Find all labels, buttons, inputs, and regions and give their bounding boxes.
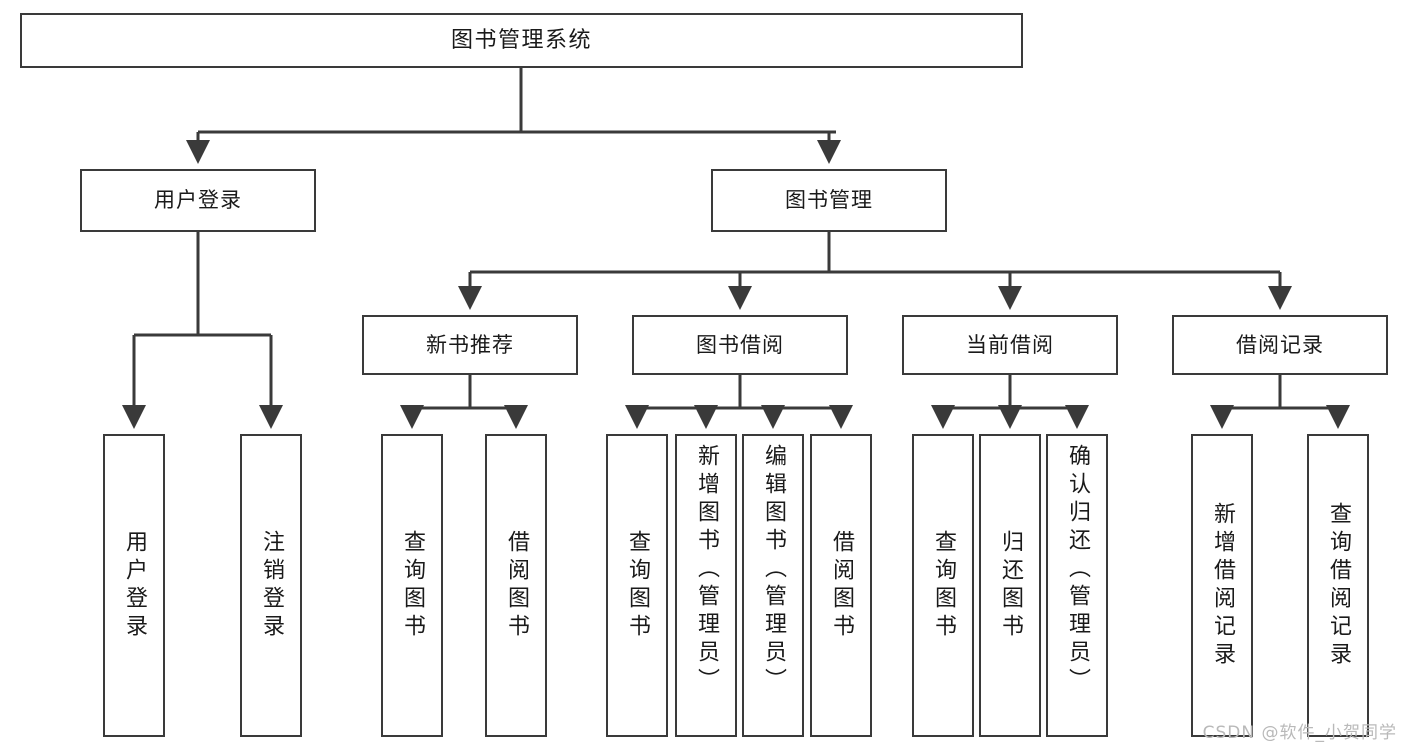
leaf-query-book-1[interactable]: 查询图书 — [381, 434, 443, 737]
leaf-user-logout[interactable]: 注销登录 — [240, 434, 302, 737]
node-borrow-record[interactable]: 借阅记录 — [1172, 315, 1388, 375]
leaf-query-record[interactable]: 查询借阅记录 — [1307, 434, 1369, 737]
node-book-borrow-label: 图书借阅 — [696, 332, 784, 357]
node-root-label: 图书管理系统 — [450, 27, 592, 53]
leaf-borrow-book-1[interactable]: 借阅图书 — [485, 434, 547, 737]
leaf-edit-book-label: 编辑图书（管理员） — [761, 444, 786, 696]
leaf-query-book-2-label: 查询图书 — [625, 529, 650, 642]
leaf-borrow-book-2[interactable]: 借阅图书 — [810, 434, 872, 737]
leaf-confirm-return[interactable]: 确认归还（管理员） — [1046, 434, 1108, 737]
leaf-query-record-label: 查询借阅记录 — [1326, 501, 1351, 670]
leaf-return-book-label: 归还图书 — [998, 529, 1023, 642]
node-user-login[interactable]: 用户登录 — [80, 169, 316, 232]
leaf-user-login-label: 用户登录 — [122, 529, 147, 642]
leaf-query-book-1-label: 查询图书 — [400, 529, 425, 642]
leaf-query-book-2[interactable]: 查询图书 — [606, 434, 668, 737]
leaf-user-logout-label: 注销登录 — [259, 529, 284, 642]
leaf-query-book-3[interactable]: 查询图书 — [912, 434, 974, 737]
leaf-edit-book[interactable]: 编辑图书（管理员） — [742, 434, 804, 737]
node-new-book-recommend-label: 新书推荐 — [426, 332, 514, 357]
node-current-borrow-label: 当前借阅 — [966, 332, 1054, 357]
leaf-user-login[interactable]: 用户登录 — [103, 434, 165, 737]
leaf-add-record-label: 新增借阅记录 — [1210, 501, 1235, 670]
leaf-add-book[interactable]: 新增图书（管理员） — [675, 434, 737, 737]
node-book-manage-label: 图书管理 — [785, 188, 873, 213]
leaf-return-book[interactable]: 归还图书 — [979, 434, 1041, 737]
node-current-borrow[interactable]: 当前借阅 — [902, 315, 1118, 375]
leaf-add-book-label: 新增图书（管理员） — [694, 444, 719, 696]
leaf-add-record[interactable]: 新增借阅记录 — [1191, 434, 1253, 737]
leaf-borrow-book-2-label: 借阅图书 — [829, 529, 854, 642]
node-user-login-label: 用户登录 — [154, 188, 242, 213]
node-book-manage[interactable]: 图书管理 — [711, 169, 947, 232]
leaf-confirm-return-label: 确认归还（管理员） — [1065, 444, 1090, 696]
node-borrow-record-label: 借阅记录 — [1236, 332, 1324, 357]
node-book-borrow[interactable]: 图书借阅 — [632, 315, 848, 375]
leaf-borrow-book-1-label: 借阅图书 — [504, 529, 529, 642]
leaf-query-book-3-label: 查询图书 — [931, 529, 956, 642]
node-new-book-recommend[interactable]: 新书推荐 — [362, 315, 578, 375]
node-root[interactable]: 图书管理系统 — [20, 13, 1023, 68]
